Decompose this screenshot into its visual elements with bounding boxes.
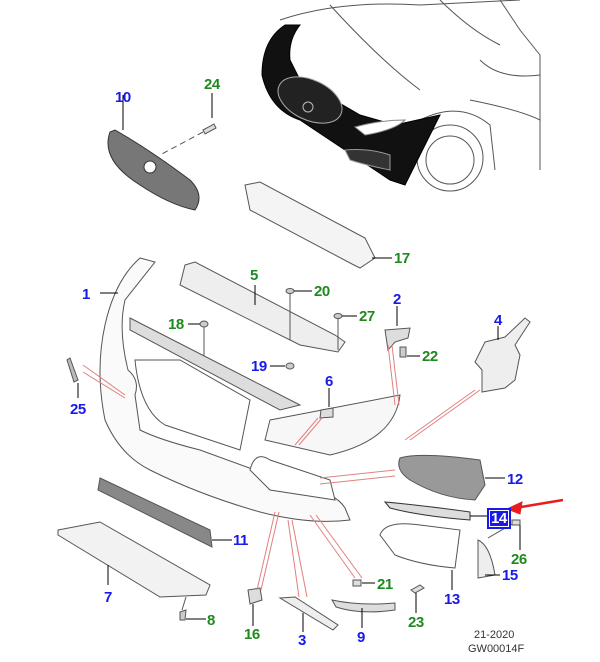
callout-8[interactable]: 8 xyxy=(207,612,215,629)
callout-24[interactable]: 24 xyxy=(204,76,220,93)
callout-22[interactable]: 22 xyxy=(422,348,438,365)
callout-13[interactable]: 13 xyxy=(444,591,460,608)
part-15-cover xyxy=(477,519,521,579)
part-11-center-grille xyxy=(97,477,232,548)
callout-16[interactable]: 16 xyxy=(244,626,260,643)
callout-9[interactable]: 9 xyxy=(357,629,365,646)
part-7-undertray xyxy=(57,521,211,598)
part-12-lower-grille xyxy=(398,454,505,501)
fasteners-upper xyxy=(188,288,357,370)
callout-4[interactable]: 4 xyxy=(494,312,502,329)
callout-11[interactable]: 11 xyxy=(233,532,248,549)
callout-5[interactable]: 5 xyxy=(250,267,258,284)
callout-6[interactable]: 6 xyxy=(325,373,333,390)
callout-3[interactable]: 3 xyxy=(298,632,306,649)
part-1-bumper-cover xyxy=(99,257,401,522)
part-25-trim xyxy=(66,357,79,398)
highlight-arrow-icon xyxy=(505,498,564,515)
callout-2[interactable]: 2 xyxy=(393,291,401,308)
reference-lines xyxy=(82,344,481,598)
part-10-grille xyxy=(107,95,200,211)
date-code: 21-2020 xyxy=(474,629,515,641)
part-24-bolt xyxy=(159,93,217,156)
vehicle-front-bumper-highlight xyxy=(261,24,441,186)
callout-23[interactable]: 23 xyxy=(408,614,424,631)
lower-fasteners-and-trim xyxy=(247,579,425,632)
callout-12[interactable]: 12 xyxy=(507,471,523,488)
callout-10[interactable]: 10 xyxy=(115,89,131,106)
callout-19[interactable]: 19 xyxy=(251,358,267,375)
callout-7[interactable]: 7 xyxy=(104,589,112,606)
callout-18[interactable]: 18 xyxy=(168,316,184,333)
callout-15[interactable]: 15 xyxy=(502,567,518,584)
part-6-tow-eye-cover xyxy=(319,388,334,419)
callout-27[interactable]: 27 xyxy=(359,308,375,325)
part-4-side-bracket xyxy=(474,317,531,393)
callout-20[interactable]: 20 xyxy=(314,283,330,300)
callout-17[interactable]: 17 xyxy=(394,250,410,267)
callout-25[interactable]: 25 xyxy=(70,401,86,418)
part-17-reinforcement xyxy=(244,181,392,269)
part-8-clip xyxy=(179,596,206,621)
callout-21[interactable]: 21 xyxy=(377,576,393,593)
part-5-undershield-bracket xyxy=(179,261,346,353)
callout-26[interactable]: 26 xyxy=(511,551,527,568)
part-13-fog-surround xyxy=(379,523,461,590)
callout-1[interactable]: 1 xyxy=(82,286,90,303)
illustration-code: GW00014F xyxy=(468,643,525,655)
part-2-bracket xyxy=(384,306,420,358)
callout-14-highlighted[interactable]: 14 xyxy=(487,508,511,529)
part-14-trim-strip[interactable] xyxy=(383,501,488,521)
